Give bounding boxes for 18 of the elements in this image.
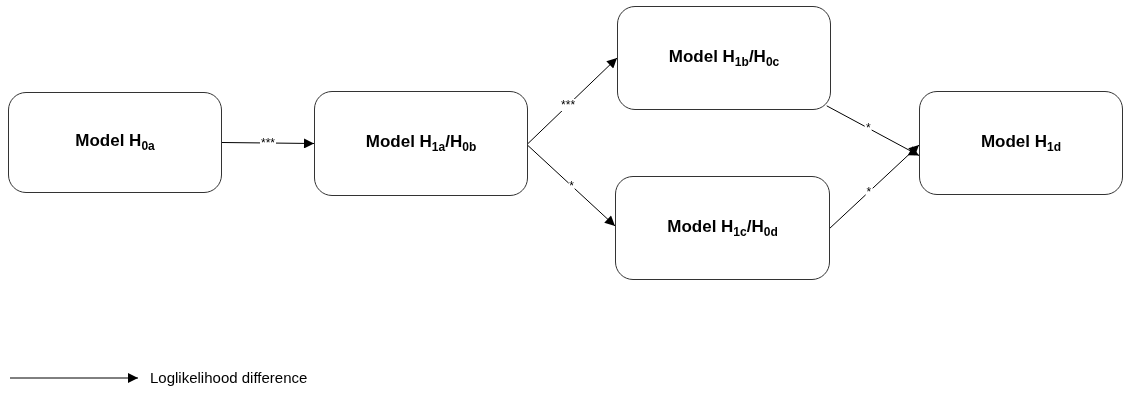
rounded-box bbox=[8, 92, 222, 193]
rounded-box bbox=[314, 91, 528, 196]
model-label: Model H$_{1d}$ bbox=[980, 131, 1062, 155]
legend-text: Loglikelihood difference bbox=[150, 369, 308, 386]
edge-label: * bbox=[568, 179, 575, 192]
model-label: Model H$_{1b}$/H$_{0c}$ bbox=[668, 46, 780, 70]
rounded-box bbox=[615, 176, 830, 280]
model-label: Model H$_{1c}$/H$_{0d}$ bbox=[667, 216, 778, 240]
arrow bbox=[221, 138, 315, 149]
arrow bbox=[527, 145, 616, 227]
rounded-box bbox=[919, 91, 1123, 195]
model-label: Model H$_{0a}$ bbox=[75, 131, 155, 154]
edge-label: * bbox=[865, 185, 873, 198]
rounded-box bbox=[617, 6, 831, 110]
arrow bbox=[527, 57, 618, 144]
edge-label: *** bbox=[560, 99, 577, 111]
model-label: Model H$_{1a}$/H$_{0b}$ bbox=[365, 132, 477, 155]
arrow bbox=[826, 105, 920, 156]
